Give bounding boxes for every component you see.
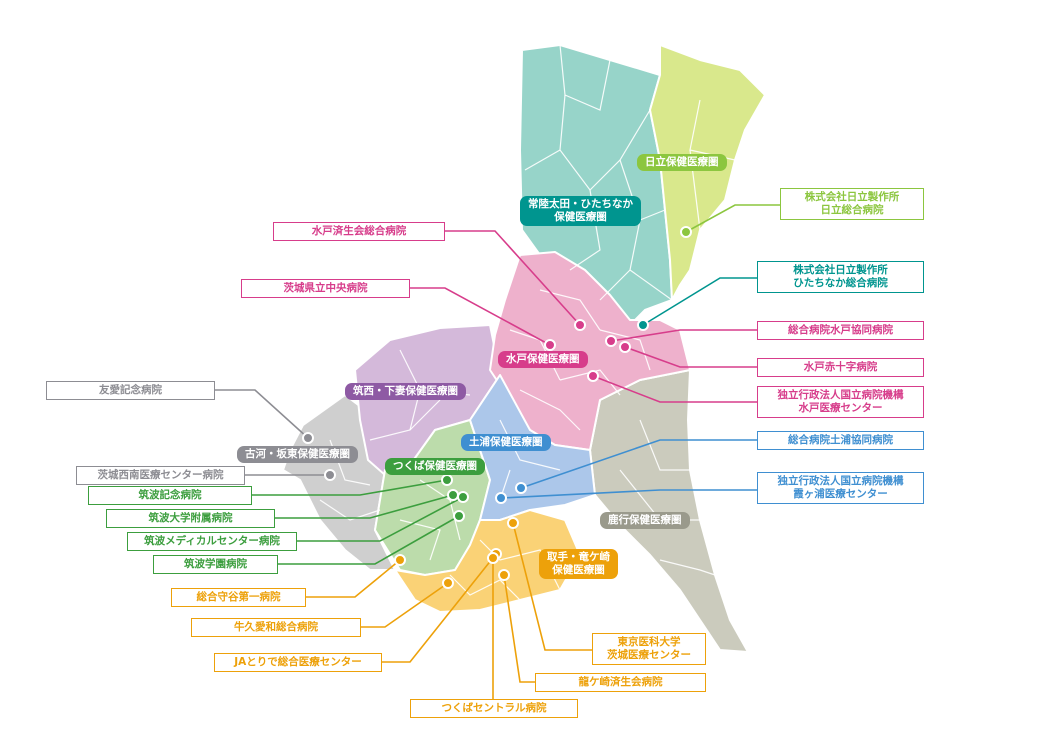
marker-tsukuba-dai — [447, 489, 459, 501]
hospital-seinan[interactable]: 茨城西南医療センター病院 — [76, 466, 245, 485]
lead-tsukuba-gakuen — [278, 515, 460, 565]
region-label-hitachiota: 常陸太田・ひたちなか 保健医療圏 — [520, 196, 641, 226]
marker-tokyo-ika — [507, 517, 519, 529]
lead-tsuchiura-kyodo — [520, 439, 757, 489]
lead-hitachinaka — [642, 277, 757, 326]
marker-seinan — [324, 469, 336, 481]
region-label-hitachi: 日立保健医療圏 — [637, 154, 727, 171]
lead-ushiku — [361, 582, 449, 628]
marker-kasumigaura — [495, 492, 507, 504]
hospital-mito-sekijuji[interactable]: 水戸赤十字病院 — [757, 358, 924, 377]
hospital-tsuchiura-kyodo[interactable]: 総合病院土浦協同病院 — [757, 431, 924, 450]
region-label-tsukuba: つくば保健医療圏 — [385, 458, 485, 475]
marker-ryugasaki — [498, 569, 510, 581]
hospital-yuai[interactable]: 友愛記念病院 — [46, 381, 215, 400]
lead-tsukuba-kinen — [252, 479, 448, 496]
hospital-kasumigaura[interactable]: 独立行政法人国立病院機構 霞ヶ浦医療センター — [757, 472, 924, 504]
hospital-tsukuba-kinen[interactable]: 筑波記念病院 — [88, 486, 252, 505]
hospital-tsukuba-central[interactable]: つくばセントラル病院 — [410, 699, 578, 718]
region-toride — [394, 509, 581, 613]
hospital-ja-toride[interactable]: JAとりで総合医療センター — [214, 653, 382, 672]
lead-mito-sekijuji — [624, 346, 757, 368]
marker-hitachi-sogo — [680, 226, 692, 238]
hospital-moriya[interactable]: 総合守谷第一病院 — [171, 588, 306, 607]
marker-tsukuba-medical — [457, 491, 469, 503]
hospital-ryugasaki[interactable]: 龍ケ崎済生会病院 — [535, 673, 706, 692]
lead-moriya — [306, 559, 401, 598]
region-label-mito: 水戸保健医療圏 — [498, 351, 588, 368]
hospital-hitachi-sogo[interactable]: 株式会社日立製作所 日立総合病院 — [780, 188, 924, 220]
lead-tsukuba-dai — [275, 494, 454, 519]
lead-mito-kyodo — [610, 329, 757, 342]
lead-yuai — [215, 389, 309, 439]
lead-mito-saisei — [445, 230, 581, 326]
lead-kasumigaura — [500, 489, 757, 499]
region-rokko — [589, 369, 749, 653]
marker-mito-saisei — [574, 319, 586, 331]
lead-tokyo-ika — [512, 522, 592, 651]
marker-kenritsu-chuo — [544, 339, 556, 351]
lead-kenritsu-chuo — [410, 287, 551, 346]
hospital-tsukuba-dai[interactable]: 筑波大学附属病院 — [106, 509, 275, 528]
region-label-chikusei: 筑西・下妻保健医療圏 — [345, 383, 466, 400]
hospital-kenritsu-chuo[interactable]: 茨城県立中央病院 — [241, 279, 410, 298]
hospital-mito-saisei[interactable]: 水戸済生会総合病院 — [273, 222, 445, 241]
region-hitachi — [649, 44, 766, 301]
hospital-hitachinaka[interactable]: 株式会社日立製作所 ひたちなか総合病院 — [757, 261, 924, 293]
region-label-rokko: 鹿行保健医療圏 — [600, 512, 690, 529]
lead-ryugasaki — [503, 574, 535, 683]
region-label-toride: 取手・竜ケ崎 保健医療圏 — [539, 549, 618, 579]
lead-tsukuba-medical — [297, 496, 464, 542]
marker-tsukuba-central — [487, 552, 499, 564]
marker-moriya — [394, 554, 406, 566]
marker-mito-iryo — [587, 370, 599, 382]
lead-ja-toride — [382, 553, 497, 663]
marker-ushiku — [442, 577, 454, 589]
marker-yuai — [302, 432, 314, 444]
marker-mito-sekijuji — [619, 341, 631, 353]
marker-tsuchiura-kyodo — [515, 482, 527, 494]
region-label-tsuchiura: 土浦保健医療圏 — [461, 434, 551, 451]
hospital-ushiku[interactable]: 牛久愛和総合病院 — [191, 618, 361, 637]
marker-tsukuba-kinen — [441, 474, 453, 486]
region-label-koga: 古河・坂東保健医療圏 — [237, 446, 358, 463]
leader-lines — [215, 204, 780, 700]
hospital-mito-iryo[interactable]: 独立行政法人国立病院機構 水戸医療センター — [757, 386, 924, 418]
lead-mito-iryo — [592, 375, 757, 403]
marker-hitachinaka — [637, 319, 649, 331]
hospital-mito-kyodo[interactable]: 総合病院水戸協同病院 — [757, 321, 924, 340]
marker-tsukuba-gakuen — [453, 510, 465, 522]
hospital-markers — [302, 226, 692, 589]
hospital-tsukuba-medical[interactable]: 筑波メディカルセンター病院 — [127, 532, 297, 551]
marker-mito-kyodo — [605, 335, 617, 347]
hospital-tokyo-ika[interactable]: 東京医科大学 茨城医療センター — [592, 633, 706, 665]
hospital-tsukuba-gakuen[interactable]: 筑波学園病院 — [153, 555, 278, 574]
lead-hitachi-sogo — [685, 204, 780, 233]
